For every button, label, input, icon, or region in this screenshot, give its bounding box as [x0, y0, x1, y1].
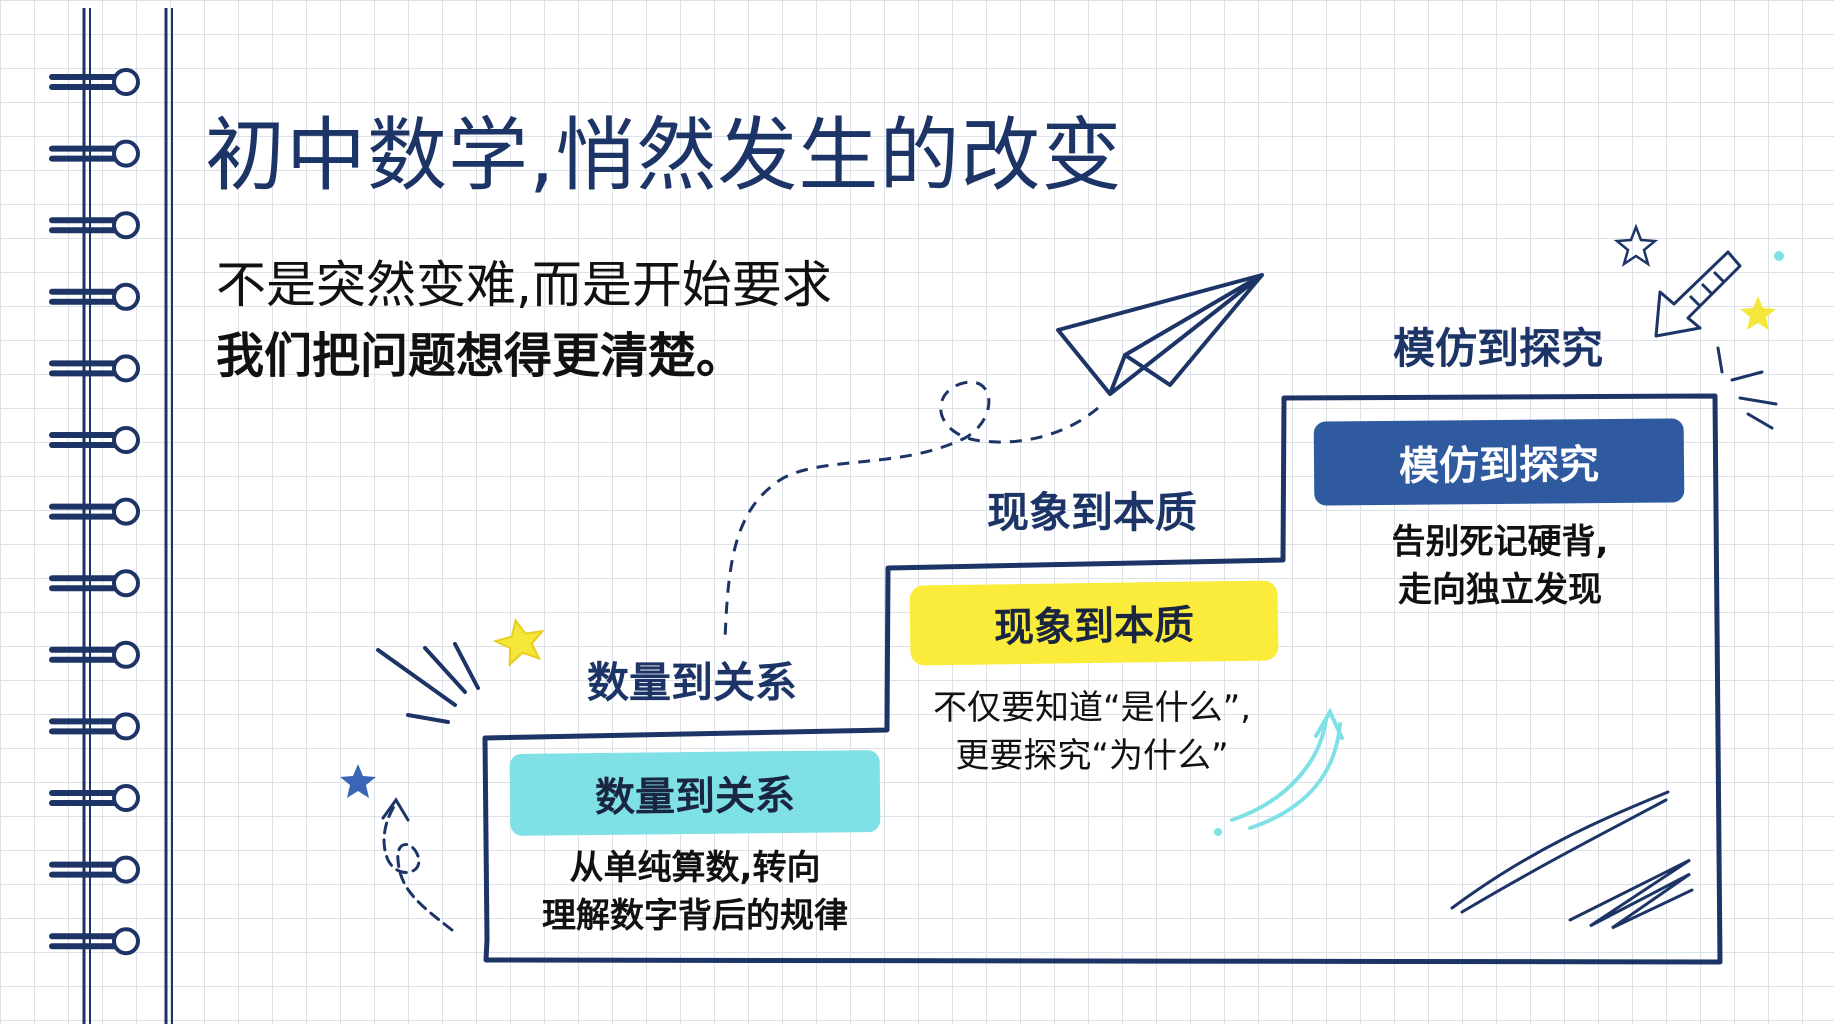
star-icon	[492, 618, 545, 668]
step-2-pill: 现象到本质	[909, 580, 1279, 666]
spiral-ring	[49, 211, 140, 240]
step-2-description: 不仅要知道“是什么”, 更要探究“为什么”	[933, 684, 1251, 780]
subtitle-line-2: 我们把问题想得更清楚。	[216, 328, 745, 384]
paper-plane-icon	[1056, 273, 1264, 396]
step-3-pill: 模仿到探究	[1313, 418, 1685, 506]
step-1-pill: 数量到关系	[509, 750, 881, 836]
step-2-heading: 现象到本质	[986, 488, 1198, 537]
page-title: 初中数学,悄然发生的改变	[205, 109, 1123, 202]
step-1-description-line-2: 理解数字背后的规律	[542, 896, 848, 936]
step-3-description-line-1: 告别死记硬背,	[1391, 522, 1609, 562]
spiral-ring	[49, 640, 140, 669]
step-1-description-line-1: 从单纯算数,转向	[569, 848, 821, 888]
step-3-description: 告别死记硬背, 走向独立发现	[1392, 518, 1609, 614]
spiral-ring	[49, 784, 140, 812]
spiral-ring	[49, 426, 140, 454]
step-1-heading: 数量到关系	[586, 658, 798, 707]
arrow-icon	[1654, 250, 1742, 338]
step-1-description: 从单纯算数,转向 理解数字背后的规律	[542, 844, 848, 940]
subtitle-line-1: 不是突然变难,而是开始要求	[216, 256, 832, 314]
spiral-ring	[49, 855, 140, 884]
step-2-description-line-1: 不仅要知道“是什么”,	[932, 688, 1252, 728]
scribble-icon	[1450, 790, 1694, 930]
spiral-ring	[49, 68, 140, 96]
spiral-ring	[49, 569, 140, 598]
spiral-ring	[49, 712, 140, 741]
star-icon	[1740, 296, 1776, 330]
star-icon	[1613, 223, 1659, 267]
notebook-spiral	[49, 8, 173, 1024]
sparkle-lines-icon	[1716, 346, 1778, 430]
step-3-description-line-2: 走向独立发现	[1397, 570, 1602, 610]
dot-icon	[1214, 828, 1222, 836]
spiral-ring	[49, 497, 140, 526]
spiral-ring	[49, 927, 140, 956]
sparkle-lines-icon	[376, 642, 480, 724]
spiral-ring	[49, 139, 140, 168]
spiral-ring	[49, 354, 140, 383]
step-2-description-line-2: 更要探究“为什么”	[955, 736, 1229, 776]
star-icon	[340, 764, 376, 798]
spiral-ring	[49, 282, 140, 311]
step-3-heading: 模仿到探究	[1392, 324, 1604, 373]
arrow-icon	[381, 797, 454, 932]
dot-icon	[1774, 251, 1784, 261]
